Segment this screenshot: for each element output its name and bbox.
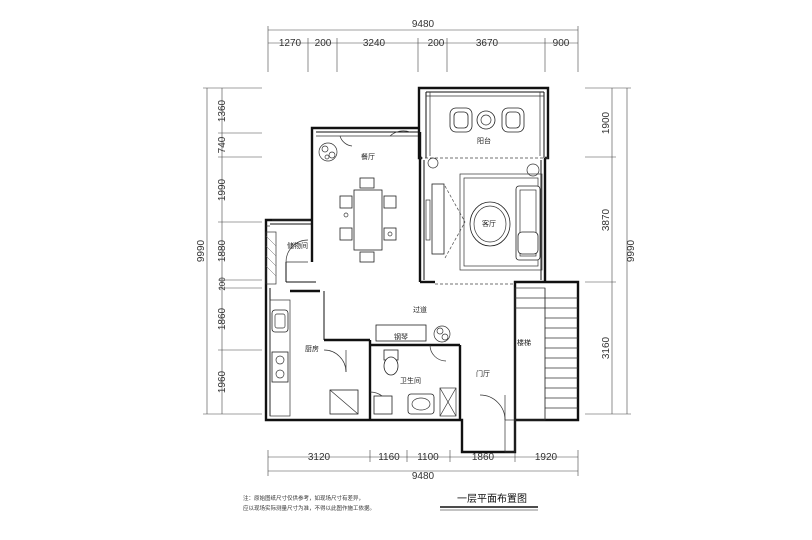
room-label-piano: 钢琴 <box>394 332 408 341</box>
top-total-dim: 9480 <box>412 19 435 30</box>
bottom-dim-4: 1860 <box>472 452 495 463</box>
right-dim-3: 3160 <box>601 336 612 359</box>
drawing-note: 注：原始图纸尺寸仅供参考，如现场尺寸有差异， 应以现场实际测量尺寸为准，不得以此… <box>243 494 375 512</box>
top-dim-2: 200 <box>315 38 332 49</box>
piano <box>375 324 427 342</box>
kitchen-furniture <box>269 299 359 417</box>
room-label-balcony: 阳台 <box>477 136 491 145</box>
bathroom-fixtures <box>369 344 457 417</box>
dining-furniture <box>318 130 411 263</box>
stove-icon <box>271 351 289 383</box>
room-label-kitchen: 厨房 <box>305 344 319 353</box>
top-dim-5: 3670 <box>476 38 499 49</box>
left-dim-5: 200 <box>218 277 227 291</box>
room-label-storage: 储物间 <box>287 241 308 250</box>
left-dim-7: 1960 <box>217 370 228 393</box>
entry-door <box>479 394 516 453</box>
tv-cabinet <box>431 183 445 255</box>
left-dim-1: 1360 <box>217 99 228 122</box>
room-label-bathroom: 卫生间 <box>400 376 421 385</box>
side-table <box>476 110 496 130</box>
balcony-furniture <box>427 107 540 177</box>
staircase <box>514 287 578 421</box>
windows <box>265 92 548 285</box>
top-dim-1: 1270 <box>279 38 302 49</box>
dining-table <box>353 189 383 251</box>
drawing-title: 一层平面布置图 <box>457 493 527 505</box>
left-total-dim: 9990 <box>196 239 207 262</box>
left-dim-3: 1990 <box>217 178 228 201</box>
right-total-dim: 9990 <box>626 239 637 262</box>
room-label-living: 客厅 <box>482 219 496 228</box>
room-label-dining: 餐厅 <box>361 152 375 161</box>
top-dimension-chain: 9480 1270 200 3240 200 3670 900 <box>267 19 579 72</box>
bottom-total-dim: 9480 <box>412 471 435 482</box>
top-dim-3: 3240 <box>363 38 386 49</box>
plant-icon <box>433 325 451 343</box>
note-line-1: 注：原始图纸尺寸仅供参考，如现场尺寸有差异， <box>243 494 364 502</box>
drawing-title-block: 一层平面布置图 <box>440 493 538 511</box>
room-label-foyer: 门厅 <box>476 369 490 378</box>
note-line-2: 应以现场实际测量尺寸为准，不得以此图作施工依据。 <box>243 504 375 512</box>
right-dim-2: 3870 <box>601 208 612 231</box>
top-dim-4: 200 <box>428 38 445 49</box>
bottom-dim-1: 3120 <box>308 452 331 463</box>
piano-area <box>375 324 451 343</box>
left-dim-2: 740 <box>217 136 228 153</box>
bottom-dim-3: 1100 <box>417 452 439 463</box>
room-label-aisle: 过道 <box>413 305 427 314</box>
room-label-stairs: 楼梯 <box>517 338 531 347</box>
bottom-dimension-chain: 3120 1160 1100 1860 1920 9480 <box>267 450 579 482</box>
living-furniture <box>425 173 543 271</box>
left-dim-4: 1880 <box>217 239 228 262</box>
basin-icon <box>407 393 435 415</box>
sink-icon <box>271 309 289 333</box>
walls <box>264 86 580 454</box>
bottom-dim-5: 1920 <box>535 452 558 463</box>
storage-room <box>285 239 309 263</box>
left-dim-6: 1860 <box>217 307 228 330</box>
top-dim-6: 900 <box>553 38 570 49</box>
right-dimension-chain: 1900 3870 3160 9990 <box>585 87 637 415</box>
right-dim-1: 1900 <box>601 111 612 134</box>
left-dimension-chain: 9990 1360 740 1990 1880 200 1860 1960 <box>196 87 262 415</box>
plant-icon <box>318 142 338 162</box>
coffee-table <box>469 201 511 247</box>
bottom-dim-2: 1160 <box>378 452 400 463</box>
room-labels: 餐厅 阳台 客厅 储物间 过道 钢琴 厨房 卫生间 楼梯 门厅 <box>287 136 531 385</box>
